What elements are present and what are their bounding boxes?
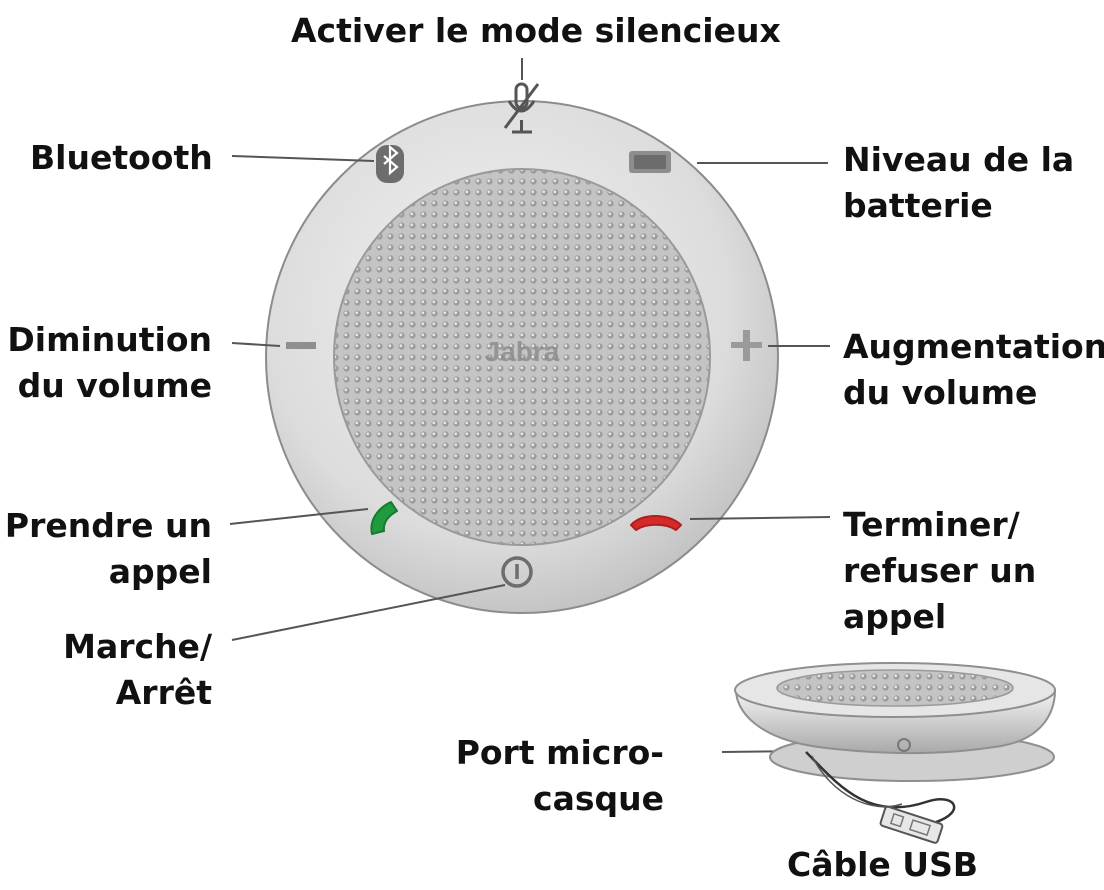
answer-call-icon[interactable] [370,501,398,535]
label-power: Marche/ Arrêt [63,627,212,712]
label-battery: Niveau de la batterie [843,140,1075,225]
brand-logo: Jabra [485,336,560,367]
label-answer-call: Prendre un appel [4,506,212,591]
end-call-icon[interactable] [630,515,682,531]
label-headset-port: Port micro- casque [455,733,664,818]
side-view-device [734,662,1057,844]
label-bluetooth: Bluetooth [30,138,213,177]
usb-plug [879,805,944,844]
volume-down-button[interactable] [286,342,316,349]
label-mute: Activer le mode silencieux [291,11,781,50]
bluetooth-icon[interactable] [376,144,404,183]
speaker-grille [333,168,711,546]
usb-cable [805,751,956,824]
battery-icon [629,151,671,173]
label-volume-down: Diminution du volume [7,320,212,405]
volume-up-button[interactable] [731,330,762,361]
power-button[interactable] [501,556,533,588]
microphone-mute-icon[interactable] [503,82,540,134]
label-usb-cable: Câble USB [787,845,979,884]
label-end-call: Terminer/ refuser un appel [843,505,1037,636]
label-volume-up: Augmentation du volume [843,327,1104,412]
